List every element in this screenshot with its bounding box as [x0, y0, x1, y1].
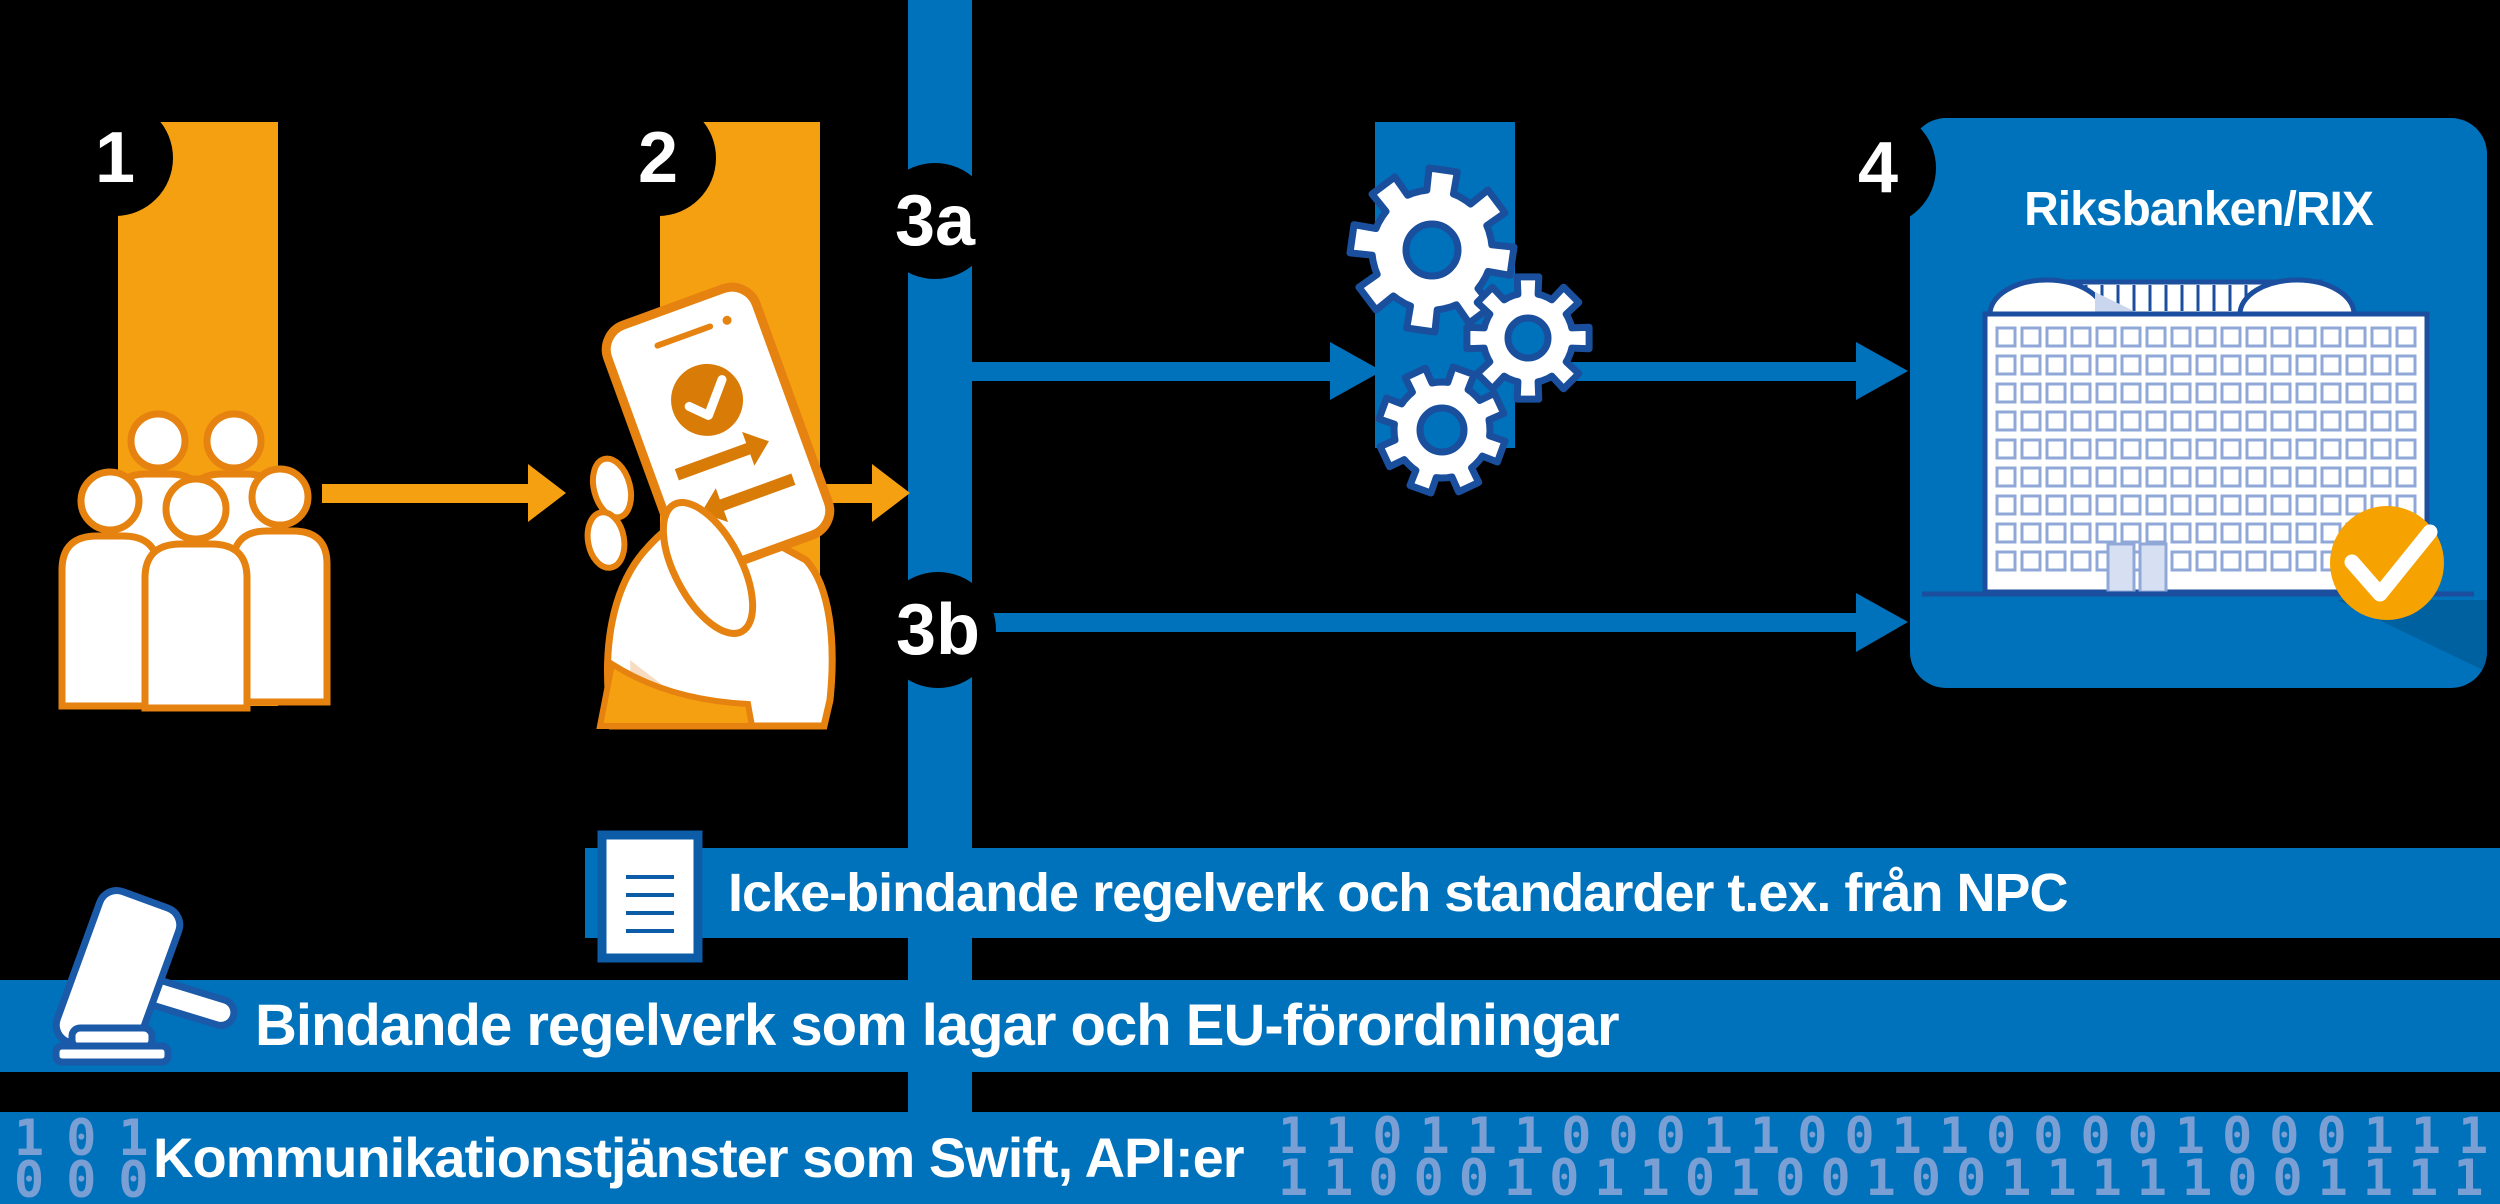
riksbanken-building-icon — [1922, 277, 2487, 672]
step-badge-3b: 3b — [880, 572, 996, 688]
finger-icon — [584, 509, 628, 571]
rooftop-dome-right — [2237, 277, 2357, 317]
person-front-left — [58, 468, 162, 710]
document-icon — [597, 830, 703, 963]
step-label: 3b — [895, 590, 981, 670]
transfer-arrow-right-icon — [674, 431, 769, 481]
entrance-door — [2106, 542, 2136, 594]
thumb — [659, 499, 757, 637]
arrow-3b-to-riksbanken — [990, 593, 1908, 652]
gavel-base — [52, 1042, 172, 1066]
binding-rules-label: Bindande regelverk som lagar och EU-föro… — [255, 993, 1620, 1058]
finger-icon — [589, 455, 635, 521]
step-label: 4 — [1857, 128, 1899, 208]
step-label: 3a — [894, 181, 976, 261]
binary-digits-right-bottom: 1 1 0 0 0 1 0 1 1 0 1 0 0 1 0 0 1 1 1 1 … — [1278, 1149, 2483, 1204]
binary-digits-left-bottom: 0 0 0 — [14, 1151, 149, 1204]
arrow-gears-to-riksbanken — [1515, 342, 1908, 400]
step-badge-3a: 3a — [877, 163, 993, 279]
clearing-gears-panel — [1346, 122, 1593, 497]
step-badge-1: 1 — [57, 100, 173, 216]
gavel-icon — [52, 887, 238, 1066]
communication-label: Kommunikationstjänster som Swift, API:er — [153, 1126, 1245, 1189]
phone-in-hand-icon — [584, 282, 836, 730]
step-label: 1 — [94, 118, 136, 198]
layer-bar-binding-rules — [0, 980, 2500, 1072]
binary-digits-left-top: 1 0 1 — [14, 1109, 149, 1167]
gears-icon — [1346, 164, 1593, 497]
step-badge-4: 4 — [1820, 110, 1936, 226]
binary-digits-right-top: 1 1 0 1 1 1 0 0 0 1 1 0 0 1 1 0 0 0 0 1 … — [1278, 1107, 2488, 1165]
layer-bar-communication — [0, 1112, 2500, 1204]
nonbinding-rules-label: Icke-bindande regelverk och standarder t… — [728, 863, 2068, 923]
person-front-center — [141, 475, 251, 712]
riksbanken-title: Riksbanken/RIX — [2024, 183, 2374, 236]
step-badge-2: 2 — [600, 100, 716, 216]
speaker-line — [654, 323, 714, 349]
sleeve-cuff — [596, 659, 756, 729]
arrow-3a-to-gears — [972, 342, 1382, 400]
smartphone-icon — [601, 282, 835, 578]
arrow-people-to-phone — [322, 464, 566, 522]
transfer-arrow-left-icon — [701, 473, 796, 523]
settled-check-icon — [2330, 506, 2444, 620]
layer-bar-nonbinding-rules — [585, 848, 2500, 938]
camera-dot — [722, 315, 732, 325]
people-group-icon — [58, 410, 331, 712]
dome-shade — [2095, 292, 2140, 314]
step-label: 2 — [637, 118, 679, 198]
entrance-door — [2138, 542, 2168, 594]
